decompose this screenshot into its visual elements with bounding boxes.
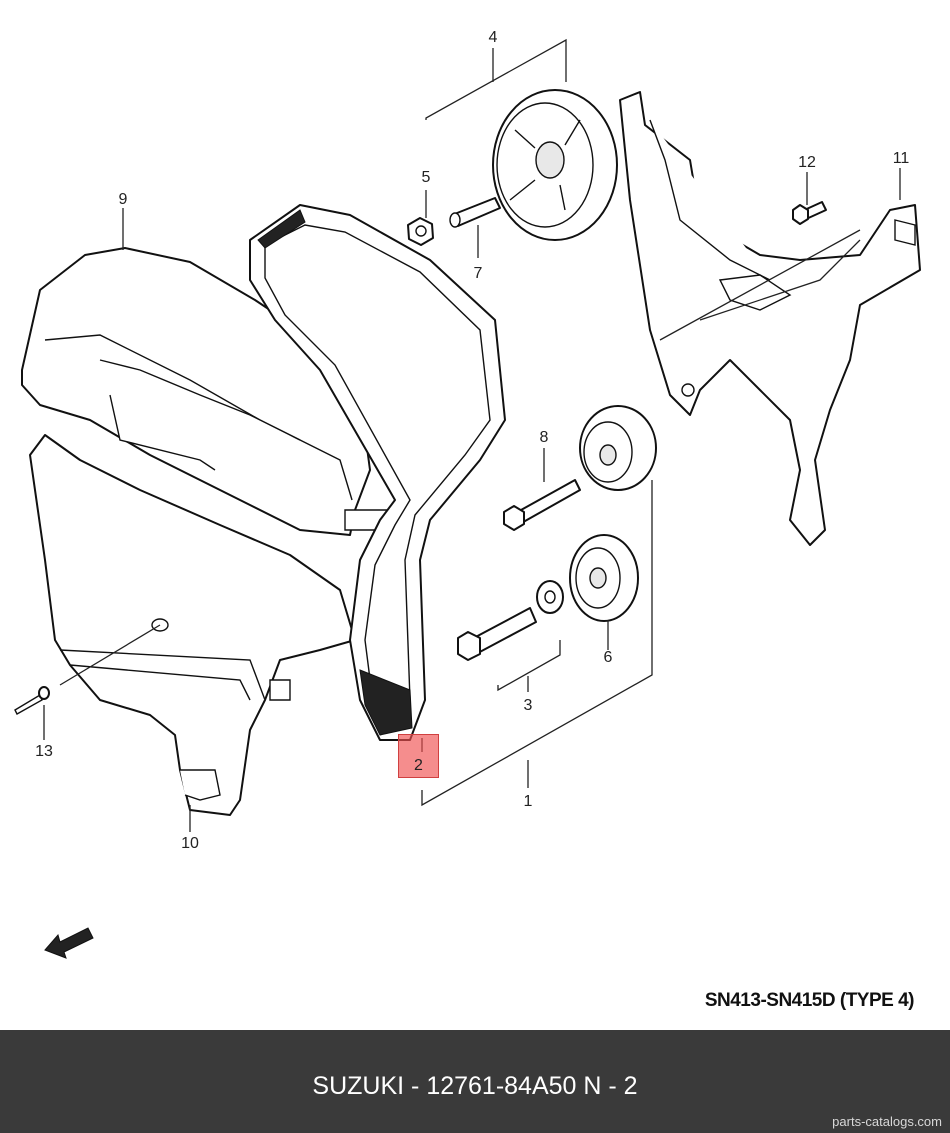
diagram-code: SN413-SN415D (TYPE 4): [704, 990, 915, 1011]
callout-5[interactable]: 5: [422, 169, 431, 186]
callout-13[interactable]: 13: [35, 743, 53, 760]
callout-11[interactable]: 11: [893, 150, 910, 167]
callout-4[interactable]: 4: [489, 29, 498, 46]
nut[interactable]: [407, 217, 434, 246]
callout-8[interactable]: 8: [540, 429, 549, 446]
callout-10[interactable]: 10: [181, 835, 199, 852]
parts-diagram: 4 5 7 9 12 11 8 6 3 1 13 10: [14, 29, 921, 959]
stud[interactable]: [449, 197, 501, 228]
part-number-title: SUZUKI - 12761-84A50 N - 2: [312, 1072, 638, 1100]
idler-pulley[interactable]: [579, 405, 657, 491]
callout-2: 2: [414, 757, 423, 774]
camshaft-pulley[interactable]: [492, 89, 618, 241]
site-watermark[interactable]: parts-catalogs.com: [832, 1114, 942, 1129]
footer-bar: SUZUKI - 12761-84A50 N - 2 parts-catalog…: [0, 1030, 950, 1133]
cover-bolt[interactable]: [14, 686, 50, 715]
tensioner-bolt[interactable]: [457, 580, 564, 661]
bracket-bolt[interactable]: [792, 201, 827, 225]
callout-9[interactable]: 9: [119, 191, 128, 208]
callout-1[interactable]: 1: [524, 793, 533, 810]
callout-3[interactable]: 3: [524, 697, 533, 714]
front-arrow-icon: [44, 927, 94, 959]
highlighted-callout-2[interactable]: 2: [398, 734, 439, 778]
lower-timing-cover[interactable]: [29, 434, 356, 816]
callout-12[interactable]: 12: [798, 154, 816, 171]
idler-bolt[interactable]: [503, 479, 581, 531]
leader-lines: [43, 38, 901, 832]
inner-cover-bracket[interactable]: [619, 91, 921, 546]
callout-6[interactable]: 6: [604, 649, 613, 666]
tensioner-pulley[interactable]: [569, 534, 639, 622]
callout-7[interactable]: 7: [474, 265, 483, 282]
